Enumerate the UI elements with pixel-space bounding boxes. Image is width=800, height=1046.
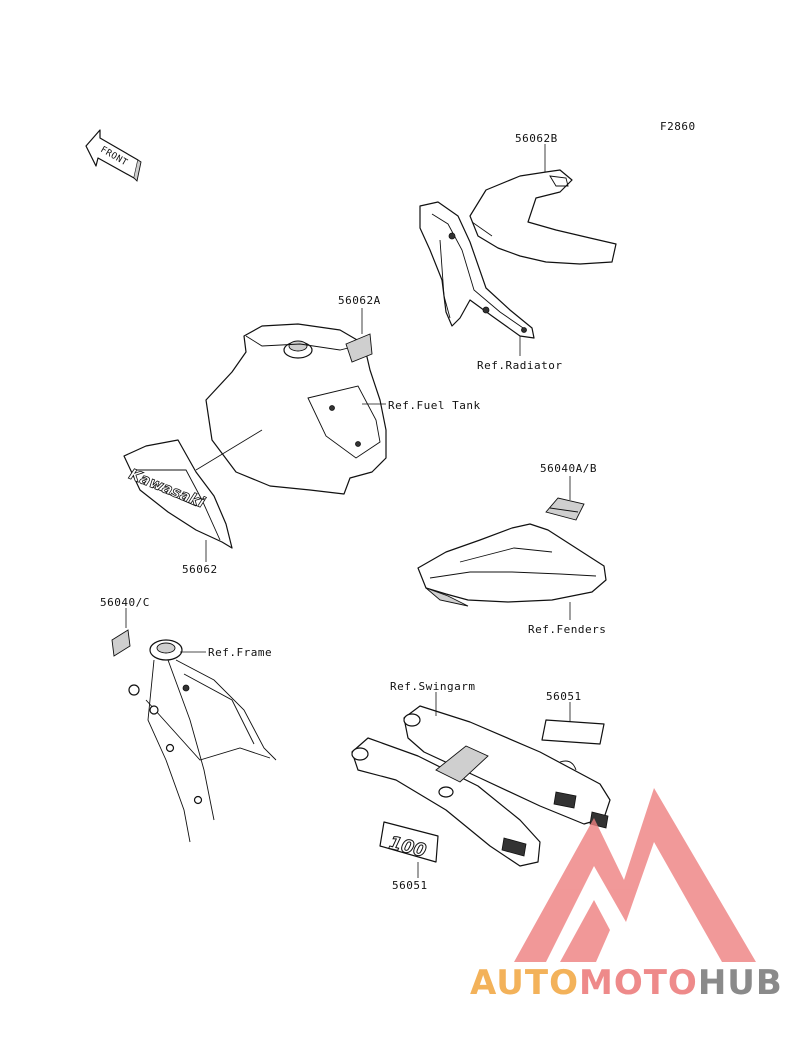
label-56040C: 56040/C — [100, 596, 150, 609]
watermark-moto: MOTO — [579, 963, 698, 1003]
label-56062B: 56062B — [515, 132, 558, 145]
ref-frame: Ref.Frame — [208, 646, 272, 659]
watermark-logo — [514, 788, 756, 962]
label-56051-bottom: 56051 — [392, 879, 428, 892]
ref-fenders: Ref.Fenders — [528, 623, 606, 636]
watermark-auto: AUTO — [470, 963, 579, 1003]
front-arrow-icon: FRONT — [85, 129, 142, 182]
label-56062: 56062 — [182, 563, 218, 576]
fender-drawing — [417, 497, 607, 607]
label-56040AB: 56040A/B — [540, 462, 597, 475]
fuel-tank-drawing — [205, 323, 387, 495]
radiator-shroud-drawing — [419, 169, 617, 339]
watermark-hub: HUB — [698, 963, 783, 1003]
figure-code: F2860 — [660, 120, 696, 133]
ref-swingarm: Ref.Swingarm — [390, 680, 475, 693]
swingarm-drawing: 100 — [351, 705, 611, 867]
ref-radiator: Ref.Radiator — [477, 359, 562, 372]
frame-drawing — [111, 629, 277, 843]
ref-fuel-tank: Ref.Fuel Tank — [388, 399, 481, 412]
label-56051-top: 56051 — [546, 690, 582, 703]
label-56062A: 56062A — [338, 294, 381, 307]
watermark-text: AUTOMOTOHUB — [470, 963, 783, 1003]
watermark-triangle-icon — [514, 788, 756, 962]
